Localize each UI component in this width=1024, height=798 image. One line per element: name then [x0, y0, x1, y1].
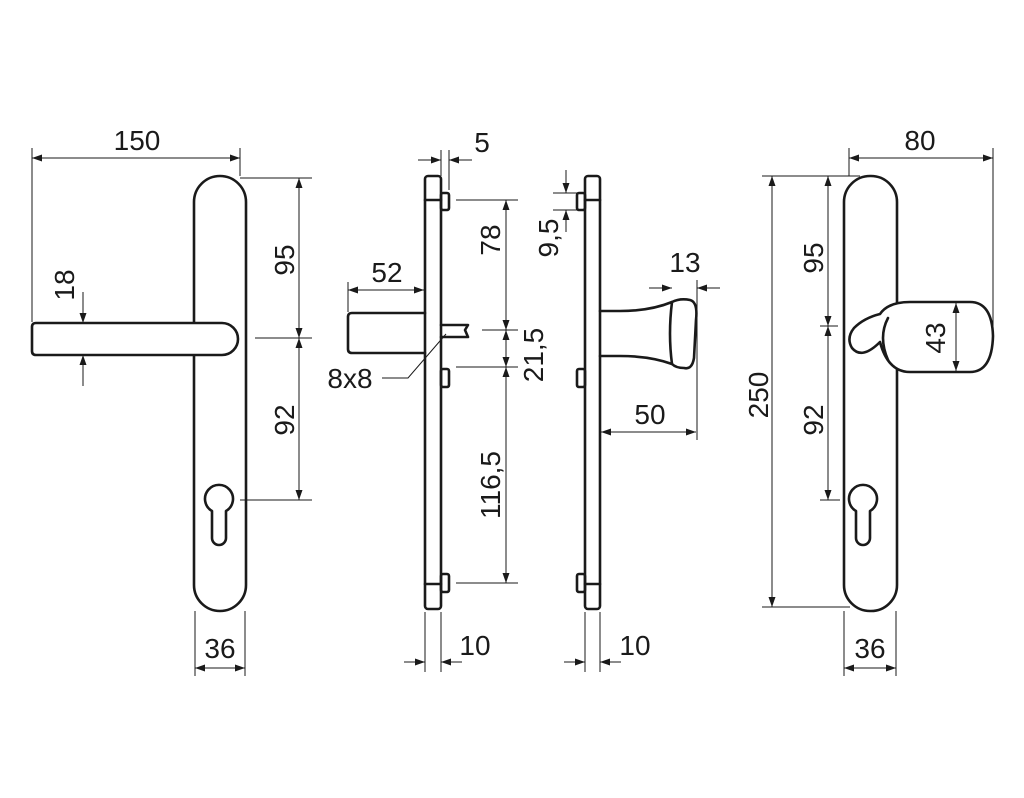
- lever-side-view: 5 52 78 21,5 116,5 8x8 10: [327, 127, 549, 672]
- dim-label: 52: [371, 257, 402, 288]
- lever-handle: [30, 321, 240, 357]
- backplate-side: [423, 174, 443, 611]
- dim-label: 92: [798, 404, 829, 435]
- dim-label: 95: [798, 242, 829, 273]
- pin: [575, 572, 587, 594]
- dim-label: 116,5: [475, 451, 506, 519]
- dim-label: 78: [475, 224, 506, 255]
- backplate: [192, 174, 248, 613]
- square-spindle: [439, 323, 470, 339]
- keyhole: [847, 483, 879, 547]
- dim-label: 92: [269, 404, 300, 435]
- pin: [439, 572, 451, 594]
- knob-side-view: 9,5 13 50 10: [533, 170, 720, 672]
- dim-label: 18: [49, 269, 80, 300]
- dim-label: 10: [459, 630, 490, 661]
- dim-label: 36: [204, 633, 235, 664]
- pin: [439, 191, 451, 212]
- dim-label: 10: [619, 630, 650, 661]
- pin: [575, 367, 587, 389]
- pin: [439, 367, 451, 389]
- dim-label: 13: [669, 247, 700, 278]
- keyhole: [203, 483, 235, 547]
- backplate: [842, 174, 899, 613]
- backplate-side: [583, 174, 602, 611]
- lever-stub: [346, 311, 427, 355]
- dim-label: 5: [474, 127, 490, 158]
- dim-label: 36: [854, 633, 885, 664]
- dim-label: 250: [743, 372, 774, 419]
- dim-label: 50: [634, 399, 665, 430]
- dim-label: 21,5: [518, 328, 549, 383]
- lever-front-view: 150 95 92 18 36: [30, 125, 312, 676]
- spindle-label: 8x8: [327, 363, 372, 394]
- dim-label: 9,5: [533, 219, 564, 258]
- knob-front-view: 80 250 95 92 43 36: [743, 125, 995, 676]
- dim-label: 43: [920, 322, 951, 353]
- dim-label: 95: [269, 244, 300, 275]
- pin: [575, 191, 587, 212]
- dim-label: 150: [114, 125, 161, 156]
- knob-profile: [598, 298, 698, 370]
- dim-label: 80: [904, 125, 935, 156]
